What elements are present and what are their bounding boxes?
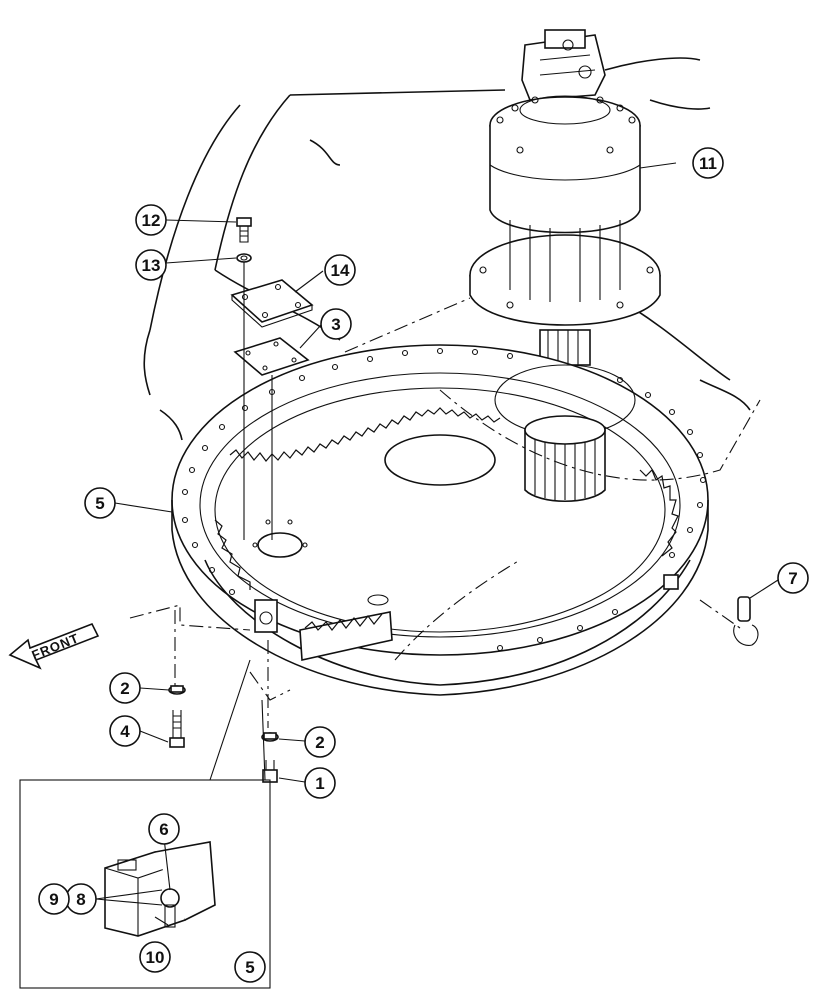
callout-9-label: 9 <box>49 890 58 909</box>
gasket <box>233 337 310 376</box>
callout-5b-label: 5 <box>245 958 254 977</box>
callout-14: 14 <box>324 254 356 286</box>
callouts: 1 2 2 3 4 5 5 6 <box>38 147 809 983</box>
callout-7-label: 7 <box>788 569 797 588</box>
center-bolt <box>261 732 279 783</box>
callout-10: 10 <box>139 941 171 973</box>
callout-13: 13 <box>135 249 167 281</box>
leader-lines <box>95 162 779 926</box>
callout-12: 12 <box>135 204 167 236</box>
callout-6: 6 <box>148 813 180 845</box>
callout-2a: 2 <box>109 672 141 704</box>
callout-10-label: 10 <box>146 948 165 967</box>
callout-1: 1 <box>304 767 336 799</box>
bearing-bolt-holes <box>181 347 707 652</box>
callout-1-label: 1 <box>315 774 324 793</box>
swing-motor <box>469 29 661 366</box>
callout-2b: 2 <box>304 726 336 758</box>
pinion-gear <box>494 364 636 503</box>
phantom-lines <box>129 297 761 728</box>
callout-12-label: 12 <box>142 211 161 230</box>
callout-11-label: 11 <box>699 154 717 173</box>
cover-washer <box>236 253 252 263</box>
dowel-pin <box>733 596 759 646</box>
callout-4-label: 4 <box>120 722 130 741</box>
callout-13-label: 13 <box>142 256 161 275</box>
callout-3: 3 <box>320 308 352 340</box>
callout-7: 7 <box>777 562 809 594</box>
callout-8-label: 8 <box>76 890 85 909</box>
swing-bearing <box>171 344 709 696</box>
callout-6-label: 6 <box>159 820 168 839</box>
callout-2b-label: 2 <box>315 733 324 752</box>
callout-5a: 5 <box>84 487 116 519</box>
motor-flange-bolts <box>479 96 654 309</box>
callout-5a-label: 5 <box>95 494 104 513</box>
front-arrow-label: FRONT <box>30 630 82 663</box>
callout-5b: 5 <box>234 951 266 983</box>
callout-14-label: 14 <box>331 261 350 280</box>
cover-plate <box>230 279 314 328</box>
callout-3-label: 3 <box>331 315 340 334</box>
cover-bolt <box>236 217 252 243</box>
callout-8: 8 <box>65 883 97 915</box>
front-direction-arrow: FRONT <box>8 622 100 670</box>
callout-9: 9 <box>38 883 70 915</box>
left-bolt <box>168 685 186 748</box>
detail-inset <box>19 659 271 989</box>
callout-11: 11 <box>692 147 724 179</box>
callout-4: 4 <box>109 715 141 747</box>
callout-2a-label: 2 <box>120 679 129 698</box>
